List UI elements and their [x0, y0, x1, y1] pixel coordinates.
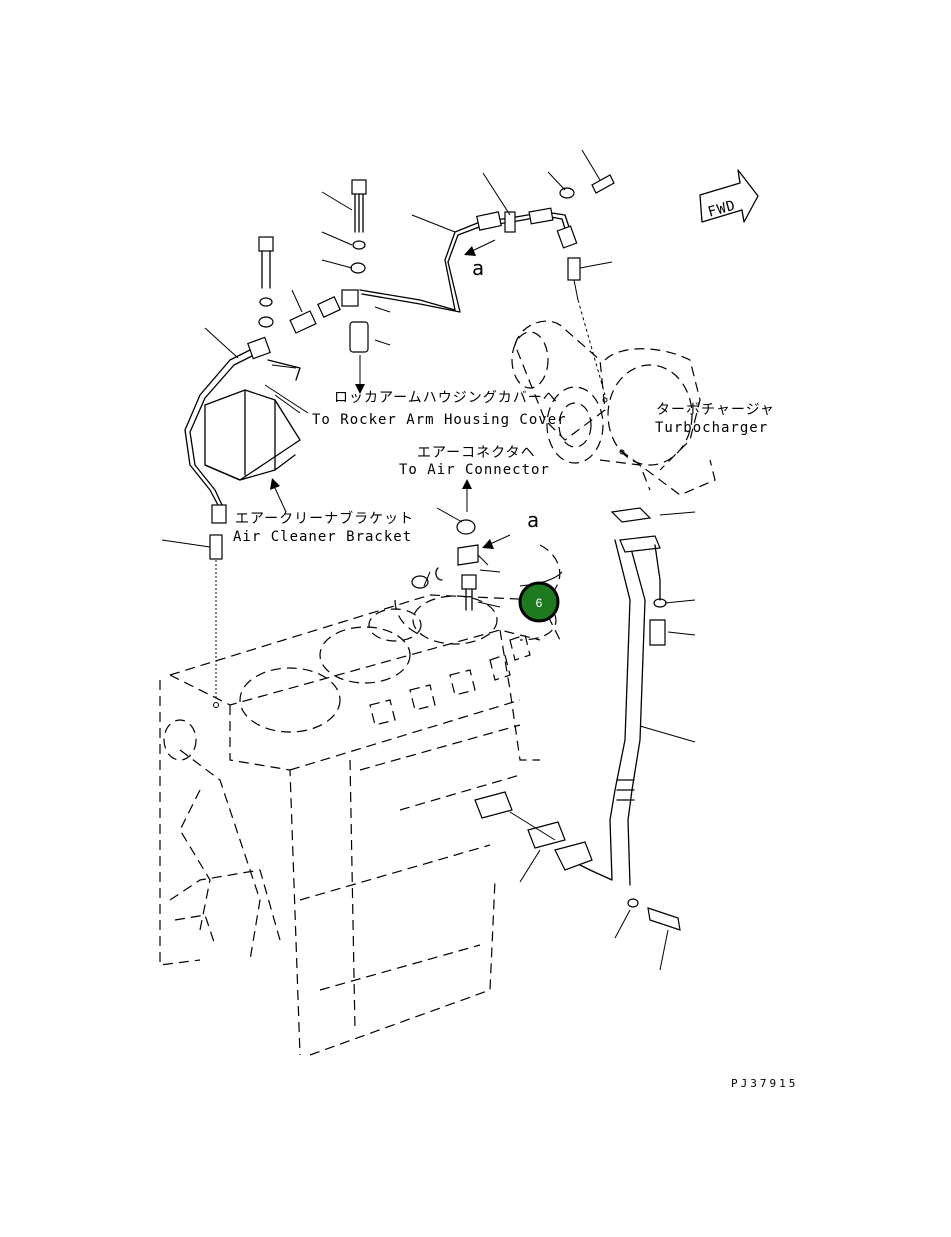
- bolts-washers: [258, 179, 681, 931]
- turbocharger: [511, 320, 716, 496]
- air-connector-label-en: To Air Connector: [399, 462, 550, 478]
- fwd-label: FWD: [706, 198, 738, 221]
- turbocharger-label-en: Turbocharger: [655, 420, 768, 436]
- leader-lines: [161, 149, 696, 971]
- turbocharger-label-jp: ターボチャージャ: [656, 402, 775, 418]
- callout-circle[interactable]: [518, 581, 560, 623]
- callout-badge[interactable]: 6: [518, 581, 560, 623]
- drawing-code: PJ37915: [731, 1077, 798, 1090]
- direction-arrows: [270, 239, 511, 549]
- air-connector-label-jp: エアーコネクタヘ: [417, 445, 536, 461]
- ref-a-top: a: [472, 256, 484, 280]
- ref-a-mid: a: [527, 508, 539, 532]
- callout-number[interactable]: 6: [536, 596, 543, 610]
- rocker-arm-label-jp: ロッカアームハウジングカバーへ: [334, 390, 558, 406]
- rocker-arm-label-en: To Rocker Arm Housing Cover: [312, 412, 567, 428]
- turbo-oil-line: [359, 174, 615, 396]
- air-cleaner-label-jp: エアークリーナブラケット: [235, 510, 414, 527]
- air-cleaner-label-en: Air Cleaner Bracket: [233, 529, 412, 545]
- oil-drain-pipe: [474, 507, 661, 886]
- fwd-arrow: FWD: [699, 169, 759, 223]
- left-oil-line: [184, 289, 359, 708]
- air-cleaner-bracket: [204, 359, 301, 481]
- engine-block: [159, 544, 561, 1056]
